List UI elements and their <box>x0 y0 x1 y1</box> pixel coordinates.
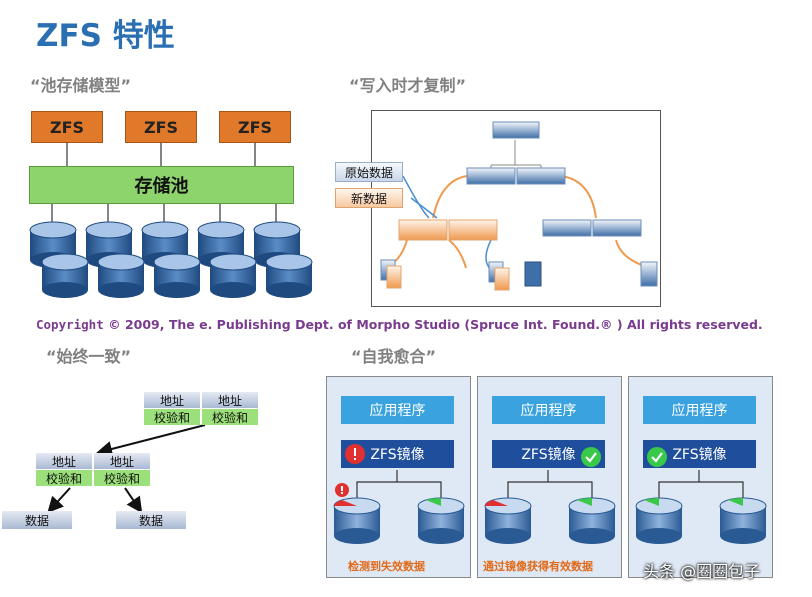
zfs-box-2: ZFS <box>125 111 197 143</box>
mid-address-2: 地址 <box>94 453 150 469</box>
copyright-brand: Copyright <box>36 317 104 332</box>
mid-address-1: 地址 <box>36 453 92 469</box>
heal-disks <box>333 470 767 544</box>
mid-checksum-2: 校验和 <box>94 470 150 486</box>
caption-detect-bad-data: 检测到失效数据 <box>348 560 425 573</box>
app-box-2: 应用程序 <box>492 396 605 424</box>
zfs-box-3: ZFS <box>219 111 291 143</box>
top-checksum-2: 校验和 <box>202 409 258 425</box>
page-title: ZFS 特性 <box>36 18 175 54</box>
cow-diagram-frame <box>371 110 661 307</box>
storage-pool: 存储池 <box>29 166 294 204</box>
copyright-text: © 2009, The e. Publishing Dept. of Morph… <box>108 317 763 332</box>
data-block-1: 数据 <box>2 511 72 529</box>
app-box-3: 应用程序 <box>643 396 756 424</box>
top-address-2: 地址 <box>202 392 258 408</box>
top-address-1: 地址 <box>144 392 200 408</box>
error-icon <box>345 444 365 464</box>
copyright-line: Copyright © 2009, The e. Publishing Dept… <box>36 317 763 332</box>
self-heal-heading: “自我愈合” <box>351 347 437 366</box>
mid-checksum-1: 校验和 <box>36 470 92 486</box>
caption-get-valid-data: 通过镜像获得有效数据 <box>483 560 593 573</box>
watermark: 头条 @圈圈包子 <box>643 562 761 581</box>
legend-new-data: 新数据 <box>335 188 403 208</box>
consistency-heading: “始终一致” <box>46 347 132 366</box>
cow-tree <box>380 121 658 291</box>
pool-model-heading: “池存储模型” <box>30 76 132 95</box>
zfs-box-1: ZFS <box>31 111 103 143</box>
data-block-2: 数据 <box>116 511 186 529</box>
disk-row-front <box>41 253 313 298</box>
check-icon-healed <box>647 447 667 467</box>
cow-heading: “写入时才复制” <box>349 76 467 95</box>
error-small-icon <box>335 483 349 497</box>
check-icon <box>581 447 601 467</box>
top-checksum-1: 校验和 <box>144 409 200 425</box>
consistency-arrows <box>47 424 206 514</box>
legend-original-data: 原始数据 <box>335 162 403 182</box>
app-box-1: 应用程序 <box>341 396 454 424</box>
mirror-box-3: ZFS镜像 <box>643 440 756 468</box>
disk-array <box>29 221 313 298</box>
